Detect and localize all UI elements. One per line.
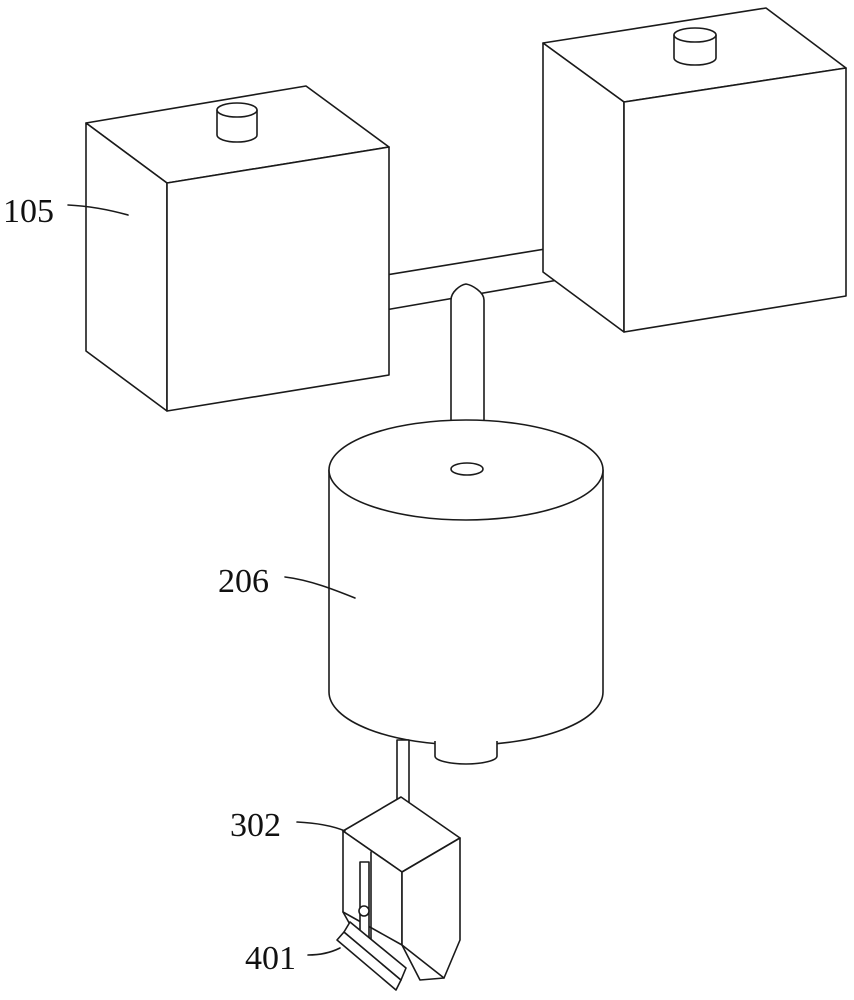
right-box-port bbox=[674, 28, 716, 65]
label-302: 302 bbox=[230, 807, 281, 844]
left-box-port bbox=[217, 103, 257, 142]
label-105: 105 bbox=[3, 193, 54, 230]
right-box bbox=[543, 8, 846, 332]
left-box bbox=[86, 86, 389, 411]
cylinder-outlet bbox=[435, 741, 497, 764]
label-401: 401 bbox=[245, 940, 296, 977]
cylinder-tank bbox=[329, 420, 603, 745]
label-206: 206 bbox=[218, 563, 269, 600]
